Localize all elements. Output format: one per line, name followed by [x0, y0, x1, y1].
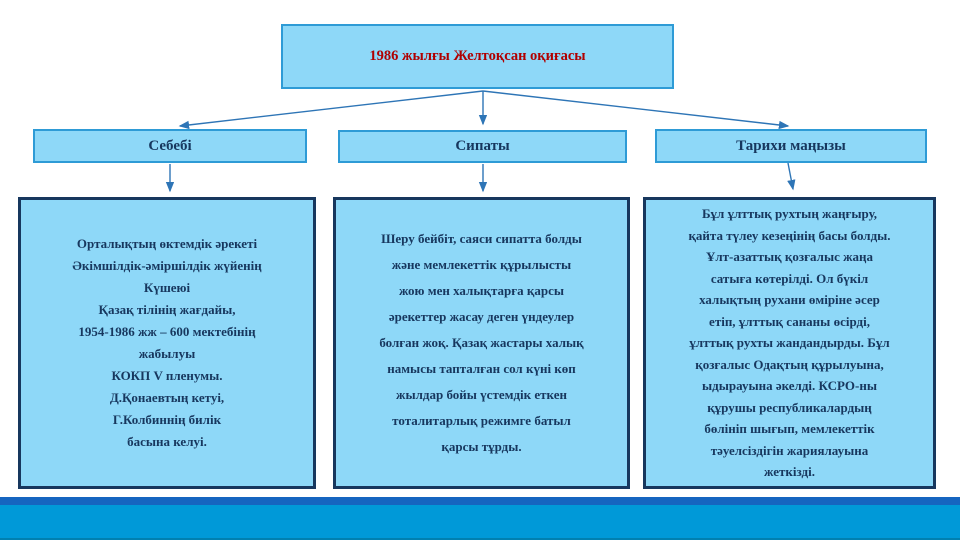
- detail-text: Орталықтың өктемдік әрекеті Әкімшілдік-ә…: [72, 236, 262, 449]
- footer-stripe-bright: [0, 505, 960, 538]
- detail-text: Бұл ұлттық рухтың жаңғыру, қайта түлеу к…: [688, 206, 891, 480]
- arrow-title-to-left: [178, 90, 484, 130]
- footer-edge-line: [0, 538, 960, 540]
- footer-stripe-dark: [0, 497, 960, 505]
- detail-box-tarikhi-manyzy: Бұл ұлттық рухтың жаңғыру, қайта түлеу к…: [643, 197, 936, 489]
- footer-bar: [0, 497, 960, 540]
- detail-box-sipaty: Шеру бейбіт, саяси сипатта болды және ме…: [333, 197, 630, 489]
- category-label: Сипаты: [455, 138, 510, 154]
- category-label: Себебі: [148, 137, 192, 154]
- detail-text: Шеру бейбіт, саяси сипатта болды және ме…: [379, 231, 584, 454]
- category-box-sebebi: Себебі: [33, 129, 307, 163]
- category-box-sipaty: Сипаты: [338, 130, 627, 163]
- category-label: Тарихи маңызы: [736, 137, 846, 154]
- detail-box-sebebi: Орталықтың өктемдік әрекеті Әкімшілдік-ә…: [18, 197, 316, 489]
- diagram-title: 1986 жылғы Желтоқсан оқиғасы: [369, 48, 586, 64]
- arrow-right-to-detail: [787, 162, 796, 191]
- arrow-title-to-right: [482, 90, 790, 130]
- title-box: 1986 жылғы Желтоқсан оқиғасы: [281, 24, 674, 89]
- category-box-tarikhi-manyzy: Тарихи маңызы: [655, 129, 927, 163]
